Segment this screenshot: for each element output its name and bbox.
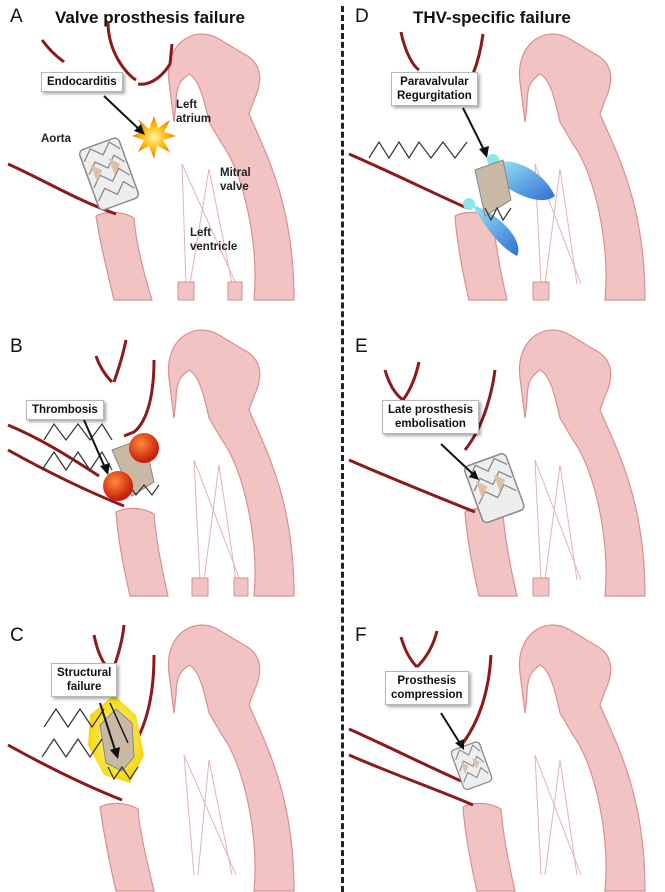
paravalvular-regurgitation-callout: Paravalvular Regurgitation [391, 72, 478, 106]
callout-line: Structural [57, 666, 111, 680]
panel-letter: D [355, 6, 369, 28]
callout-line: Prosthesis [391, 674, 463, 688]
callout-line: Late prosthesis [388, 403, 473, 417]
vegetation-burst-icon [132, 116, 176, 159]
heart-illustration [345, 300, 665, 597]
panel-letter: F [355, 625, 367, 647]
column-divider [341, 6, 344, 892]
heart-illustration [4, 4, 324, 301]
panel-d: D Paravalvular Regurgitation [345, 4, 665, 301]
panel-f: F Prosthesis compression [345, 595, 665, 892]
label-line: Left [190, 226, 237, 240]
mitral-valve-label: Mitral valve [220, 166, 251, 194]
callout-line: embolisation [388, 417, 473, 431]
late-prosthesis-embolisation-callout: Late prosthesis embolisation [382, 400, 479, 434]
label-line: Mitral [220, 166, 251, 180]
callout-line: compression [391, 688, 463, 702]
panel-letter: C [10, 625, 24, 647]
panel-e: E Late prosthesis embolisation [345, 300, 665, 597]
label-line: ventricle [190, 240, 237, 254]
panel-b: B Thrombosis [4, 300, 324, 597]
label-line: valve [220, 180, 251, 194]
panel-c: C Structural failure [4, 595, 324, 892]
aorta-label: Aorta [41, 132, 71, 146]
label-line: atrium [176, 112, 211, 126]
callout-line: Regurgitation [397, 89, 472, 103]
panel-letter: A [10, 6, 23, 28]
left-atrium-label: Left atrium [176, 98, 211, 126]
panel-a: A Endocarditis Aorta Left atrium Mitral … [4, 4, 324, 301]
endocarditis-callout: Endocarditis [41, 72, 123, 92]
panel-letter: E [355, 336, 368, 358]
callout-line: failure [57, 680, 111, 694]
heart-illustration [345, 595, 665, 892]
heart-illustration [345, 4, 665, 301]
callout-line: Thrombosis [32, 404, 98, 416]
thrombus-icon [129, 433, 159, 463]
callout-line: Paravalvular [397, 75, 472, 89]
panel-letter: B [10, 336, 23, 358]
heart-illustration [4, 595, 324, 892]
callout-line: Endocarditis [47, 76, 117, 88]
thrombosis-callout: Thrombosis [26, 400, 104, 420]
label-line: Left [176, 98, 211, 112]
compressed-stent-icon [450, 741, 493, 791]
prosthesis-compression-callout: Prosthesis compression [385, 671, 469, 705]
left-ventricle-label: Left ventricle [190, 226, 237, 254]
structural-failure-callout: Structural failure [51, 663, 117, 697]
heart-illustration [4, 300, 324, 597]
